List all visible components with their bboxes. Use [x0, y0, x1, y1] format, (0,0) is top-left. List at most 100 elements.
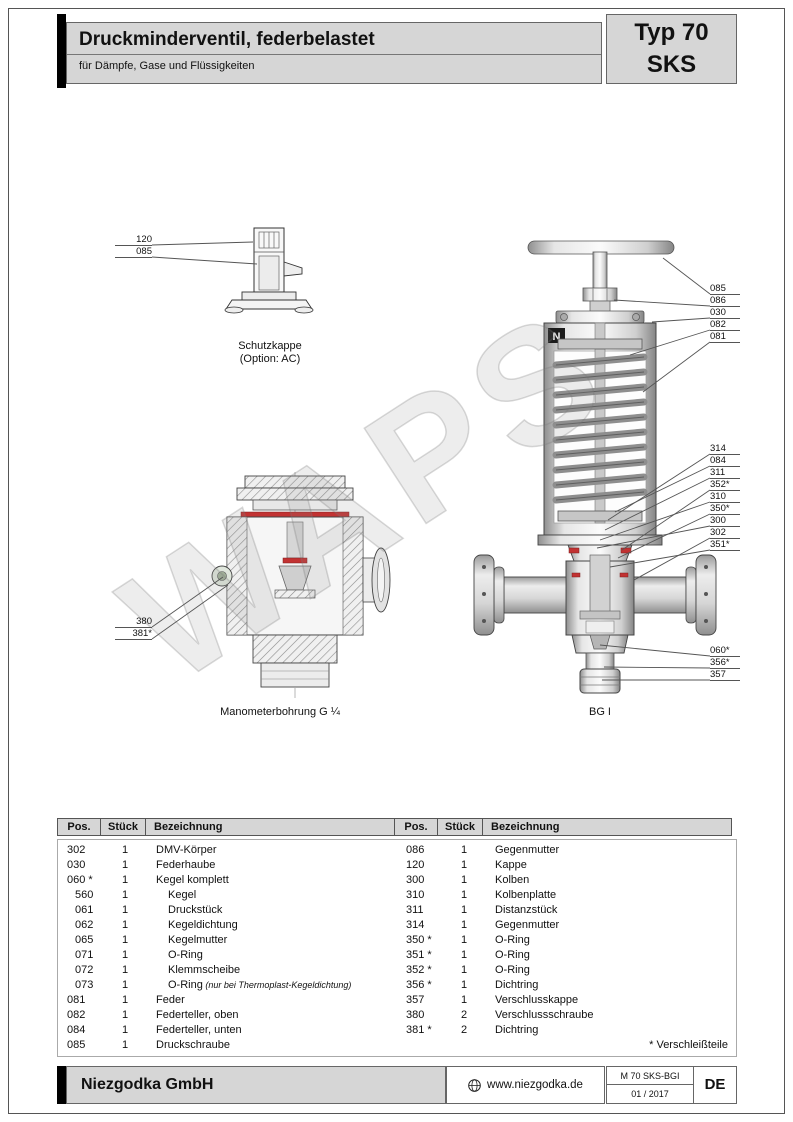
schutzkappe-caption-line2: (Option: AC): [239, 353, 301, 365]
part-name: O-Ring: [168, 949, 203, 961]
part-name: O-Ring: [495, 964, 530, 976]
part-qty: 1: [121, 964, 129, 976]
schutzkappe-drawing: [224, 227, 314, 314]
page-border: [8, 8, 785, 1114]
part-qty: 1: [460, 949, 468, 961]
col-header-name: Bezeichnung: [145, 818, 395, 836]
part-pos: 086: [406, 844, 425, 856]
table-row: 300 1 Kolben: [397, 873, 736, 888]
type-model: Typ 70: [634, 19, 709, 46]
footer-accent-bar: [57, 1066, 66, 1104]
svg-text:N: N: [553, 331, 561, 343]
part-qty: 1: [460, 934, 468, 946]
type-designation-box: Typ 70 SKS: [606, 14, 737, 84]
part-callout: 351*: [710, 539, 740, 551]
part-pos: 352 *: [406, 964, 432, 976]
bottom-section: [252, 634, 338, 688]
cap-tab: [283, 261, 303, 277]
part-callout: 350*: [710, 503, 740, 515]
part-qty: 1: [121, 874, 129, 886]
part-qty: 1: [121, 889, 129, 901]
part-callout: 356*: [710, 657, 740, 669]
part-qty: 1: [121, 994, 129, 1006]
col-header-pos: Pos.: [57, 818, 101, 836]
part-callout: 085: [115, 246, 152, 258]
part-name: Kegel: [168, 889, 197, 901]
part-qty: 1: [460, 889, 468, 901]
manometer-caption: Manometerbohrung G ¼: [220, 706, 340, 718]
bottom-cap: [579, 668, 621, 694]
part-qty: 1: [121, 904, 129, 916]
table-row: 314 1 Gegenmutter: [397, 918, 736, 933]
language-code: DE: [693, 1066, 737, 1104]
bottom-assembly: [571, 634, 629, 694]
part-name: Verschlussschraube: [495, 1009, 594, 1021]
website-box: www.niezgodka.de: [446, 1066, 605, 1104]
part-name: Dichtring: [495, 979, 539, 991]
part-name: Gegenmutter: [495, 919, 560, 931]
part-name: Kappe: [495, 859, 527, 871]
part-name: O-Ring: [495, 934, 530, 946]
part-pos: 073: [75, 979, 94, 991]
page-subtitle: für Dämpfe, Gase und Flüssigkeiten: [79, 60, 255, 72]
part-pos: 300: [406, 874, 425, 886]
gauge-port-plug: [211, 565, 233, 587]
part-pos: 310: [406, 889, 425, 901]
col-header-qty: Stück: [437, 818, 483, 836]
valve-assembly-drawing: N: [473, 240, 717, 694]
wear-parts-footnote: * Verschleißteile: [649, 1039, 728, 1051]
part-pos: 072: [75, 964, 94, 976]
part-pos: 314: [406, 919, 425, 931]
part-qty: 1: [460, 859, 468, 871]
spring-plate-bottom: [557, 510, 643, 522]
document-reference-box: M 70 SKS-BGI 01 / 2017: [606, 1066, 694, 1104]
part-pos: 350 *: [406, 934, 432, 946]
part-callout: 302: [710, 527, 740, 539]
part-name: Kolben: [495, 874, 530, 886]
schutzkappe-caption-line1: Schutzkappe: [238, 340, 302, 352]
part-callout: 084: [710, 455, 740, 467]
part-qty: 1: [121, 1039, 129, 1051]
part-pos: 060 *: [67, 874, 93, 886]
part-qty: 1: [121, 949, 129, 961]
part-name: Federteller, oben: [156, 1009, 239, 1021]
website-link[interactable]: www.niezgodka.de: [487, 1079, 583, 1091]
part-name: O-Ring: [495, 949, 530, 961]
spring-plate-top: [557, 338, 643, 350]
part-pos: 381 *: [406, 1024, 432, 1036]
part-name: Klemmscheibe: [168, 964, 241, 976]
part-note: (nur bei Thermoplast-Kegeldichtung): [202, 980, 352, 990]
outlet-flange: [362, 547, 391, 613]
part-qty: 1: [460, 874, 468, 886]
part-callout: 081: [710, 331, 740, 343]
part-callout: 357: [710, 669, 740, 681]
part-name: Druckschraube: [156, 1039, 230, 1051]
part-name: Druckstück: [168, 904, 223, 916]
part-pos: 061: [75, 904, 94, 916]
part-qty: 1: [460, 919, 468, 931]
part-pos: 560: [75, 889, 94, 901]
part-qty: 1: [460, 979, 468, 991]
part-callout: 300: [710, 515, 740, 527]
part-callout: 030: [710, 307, 740, 319]
part-callout: 086: [710, 295, 740, 307]
part-pos: 357: [406, 994, 425, 1006]
part-qty: 2: [460, 1024, 468, 1036]
part-name: Gegenmutter: [495, 844, 560, 856]
